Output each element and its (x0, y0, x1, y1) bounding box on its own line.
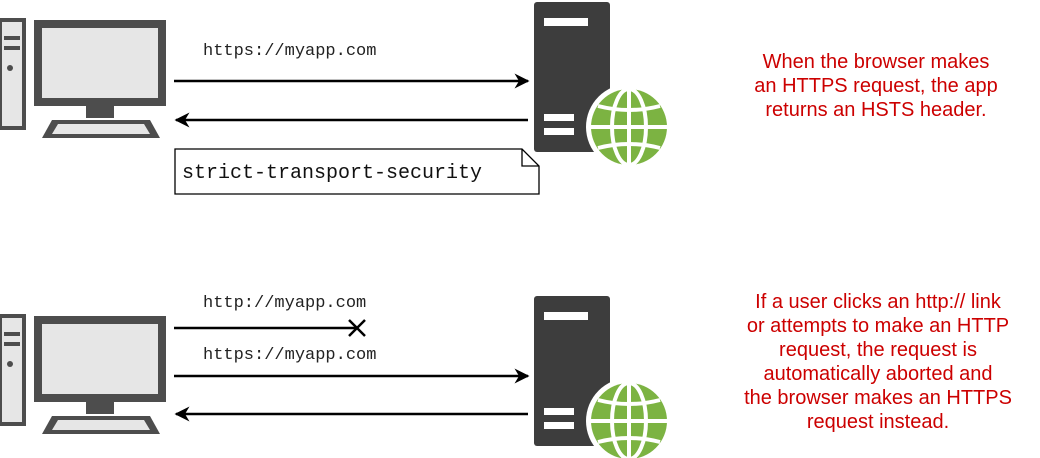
note-line: When the browser makes (762, 51, 990, 73)
hsts-header-label: strict-transport-security (182, 162, 483, 185)
note-line: returns an HSTS header. (765, 99, 987, 121)
client-computer-icon (0, 18, 168, 140)
web-server-icon (532, 294, 674, 458)
note-line: request instead. (806, 411, 950, 433)
https-request-label: https://myapp.com (203, 346, 377, 365)
hsts-header-document (174, 148, 540, 195)
note-line: or attempts to make an HTTP (746, 315, 1010, 337)
web-server-icon (532, 0, 674, 172)
http-request-label: http://myapp.com (203, 294, 367, 313)
note-line: the browser makes an HTTPS (744, 387, 1012, 409)
note-line: If a user clicks an http:// link (755, 291, 1001, 313)
note-line: an HTTPS request, the app (754, 75, 998, 97)
client-computer-icon (0, 314, 168, 436)
https-request-label: https://myapp.com (203, 42, 377, 61)
x-mark-icon (348, 319, 366, 337)
note-line: request, the request is (779, 339, 977, 361)
note-line: automatically aborted and (763, 363, 993, 385)
